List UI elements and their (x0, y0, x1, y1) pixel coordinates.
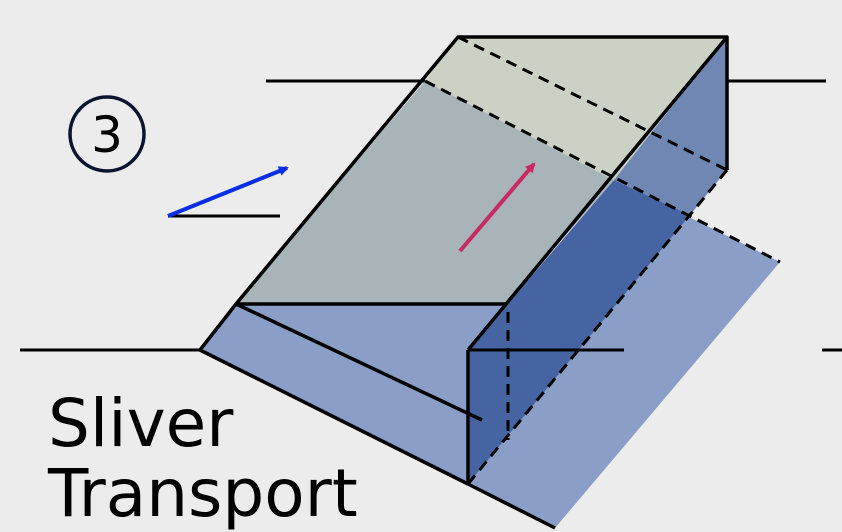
prism-side-face-mid (614, 37, 727, 215)
prism-top-face-mid (236, 81, 614, 304)
prism-base-left-edge (199, 348, 469, 486)
hidden-edge-lower-diagonal (466, 169, 729, 485)
footprint-bottom-edge (467, 482, 556, 530)
prism-outline (234, 35, 729, 306)
prism-base-front-edge (198, 302, 238, 352)
prism-bottom-face (200, 304, 505, 484)
prism-base-rear-edge (235, 302, 483, 422)
hidden-edge-top-diagonal (457, 35, 728, 172)
step-number-circle (68, 95, 146, 173)
title-line-1: Sliver (48, 385, 234, 462)
blue-vector-arrow (167, 166, 289, 218)
hidden-edge-mid-diagonal (424, 79, 781, 264)
step-number: 3 (91, 106, 123, 164)
title-line-2: Transport (47, 455, 358, 532)
prism-top-face-light (425, 37, 727, 180)
sliver-footprint (468, 180, 780, 528)
magenta-vector-arrow (458, 162, 536, 253)
prism-front-top-edge (466, 35, 729, 352)
prism-side-face-dark (468, 180, 690, 484)
